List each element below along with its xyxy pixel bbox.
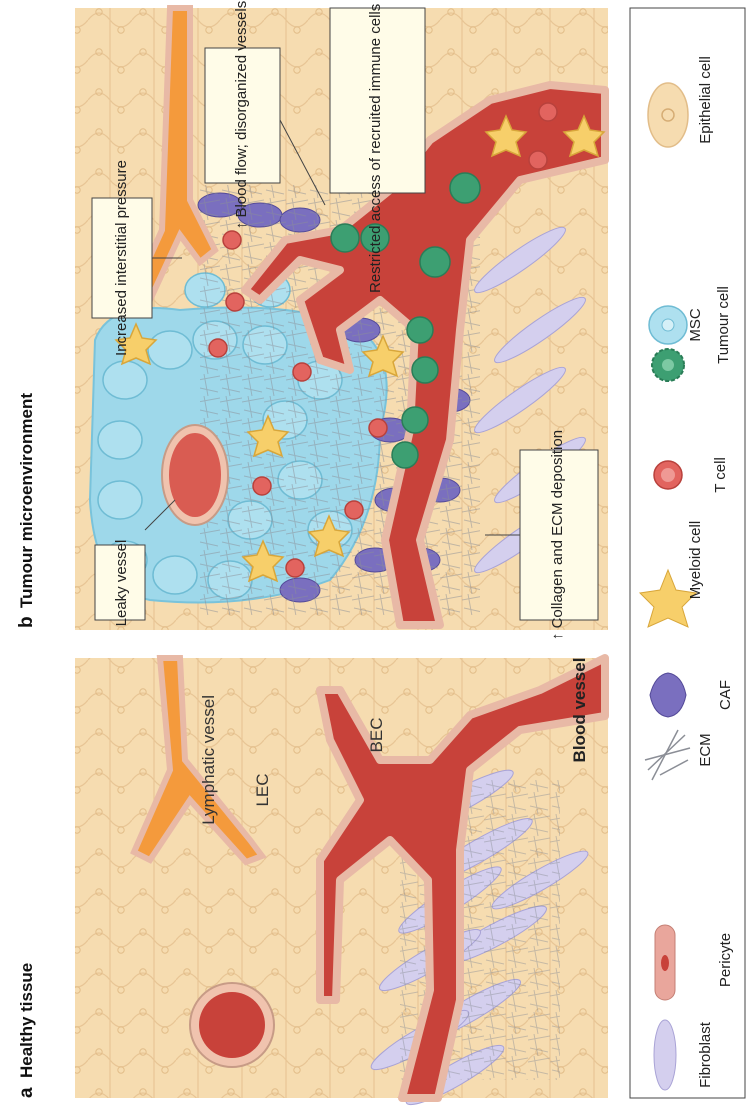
- callout-pressure-text: Increased interstitial pressure: [113, 160, 130, 356]
- legend-myeloid: Myeloid cell: [687, 521, 704, 599]
- legend-t-cell: T cell: [712, 457, 729, 493]
- fibroblast-icon: [654, 1020, 676, 1090]
- epithelial-icon: [648, 83, 688, 147]
- legend-fibroblast: Fibroblast: [697, 1021, 714, 1088]
- vessel-cross-section-a: [190, 983, 274, 1067]
- legend-epithelial: Epithelial cell: [697, 56, 714, 144]
- lymphatic-vessel-label: Lymphatic vessel: [199, 695, 218, 825]
- panel-a: Lymphatic vessel LEC BEC Blood vessel: [75, 658, 608, 1107]
- pericyte-icon: [655, 925, 675, 1000]
- callout-access-text: Restricted access of recruited immune ce…: [367, 0, 384, 293]
- panel-a-title: Healthy tissue: [17, 963, 36, 1078]
- panel-b-title: Tumour microenvironment: [17, 393, 36, 608]
- panel-a-letter: a: [16, 1087, 37, 1098]
- callout-flow-text: ↑ Blood flow; disorganized vessels: [233, 1, 250, 229]
- callout-leaky-text: Leaky vessel: [113, 540, 130, 627]
- panel-a-heading: a Healthy tissue: [16, 963, 37, 1098]
- legend-tumour-cell: Tumour cell: [715, 286, 732, 364]
- legend-caf: CAF: [717, 680, 734, 710]
- blood-vessel-label: Blood vessel: [570, 658, 589, 763]
- tumour-cell-icon: [649, 306, 687, 344]
- legend-ecm: ECM: [697, 733, 714, 766]
- panel-b-letter: b: [16, 616, 37, 628]
- panel-b: Leaky vessel Increased interstitial pres…: [75, 0, 608, 640]
- legend: Fibroblast Pericyte ECM CAF Myeloid cell…: [630, 8, 745, 1098]
- bec-label: BEC: [367, 718, 386, 753]
- leaky-vessel-b: [162, 425, 228, 525]
- msc-icon: [652, 349, 684, 381]
- lec-label: LEC: [253, 773, 272, 806]
- legend-pericyte: Pericyte: [717, 933, 734, 987]
- t-cell-icon: [654, 461, 682, 489]
- callout-collagen-text: ↑ Collagen and ECM deposition: [549, 430, 566, 640]
- legend-msc: MSC: [687, 308, 704, 342]
- panel-b-heading: b Tumour microenvironment: [16, 393, 37, 628]
